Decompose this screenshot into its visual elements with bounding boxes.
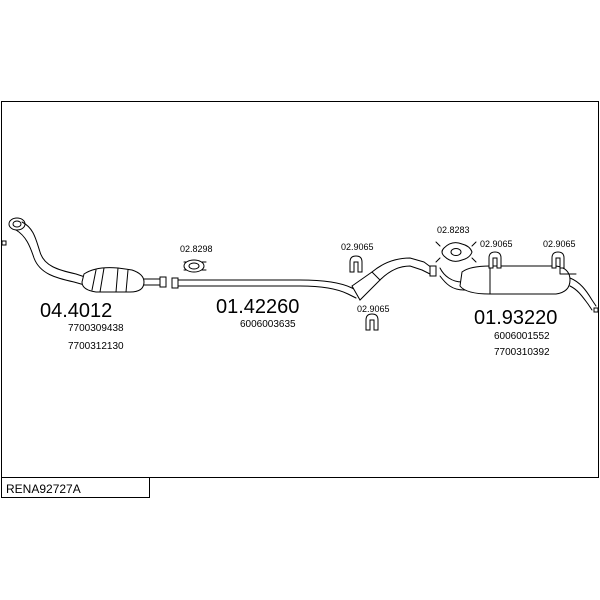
accessory-label: 02.8283 — [437, 225, 470, 235]
rear-silencer — [439, 265, 597, 311]
section-ref: 7700310392 — [494, 347, 550, 358]
section-number: 01.93220 — [474, 307, 557, 329]
section-ref: 7700312130 — [68, 341, 124, 352]
section-ref: 6006001552 — [494, 331, 550, 342]
front-pipe-catalyst — [8, 217, 167, 293]
hanger-02-9065-a: 02.9065 — [341, 242, 374, 273]
section-number: 01.42260 — [216, 296, 299, 318]
accessory-label: 02.9065 — [357, 304, 390, 314]
code-box-text: RENA92727A — [6, 482, 81, 496]
section-label-rear: 01.93220 6006001552 7700310392 — [474, 307, 557, 358]
hanger-02-9065-b: 02.9065 — [357, 304, 390, 331]
diagram-frame — [1, 101, 599, 478]
accessory-label: 02.9065 — [480, 239, 513, 249]
section-ref: 6006003635 — [240, 319, 296, 330]
section-number: 04.4012 — [40, 300, 112, 322]
clamp-02-8298: 02.8298 — [180, 244, 213, 273]
section-label-center: 01.42260 6006003635 — [216, 296, 299, 330]
section-ref: 7700309438 — [68, 323, 124, 334]
center-pipe — [171, 257, 437, 301]
accessory-label: 02.9065 — [543, 239, 576, 249]
accessory-label: 02.9065 — [341, 242, 374, 252]
right-edge-mark — [593, 307, 599, 313]
gasket-02-8283: 02.8283 — [435, 225, 477, 263]
accessory-label: 02.8298 — [180, 244, 213, 254]
hanger-02-9065-c: 02.9065 — [480, 239, 513, 269]
code-box — [1, 477, 150, 498]
hanger-02-9065-d: 02.9065 — [543, 239, 576, 269]
left-edge-mark — [1, 240, 7, 246]
section-label-front: 04.4012 7700309438 7700312130 — [40, 300, 124, 352]
